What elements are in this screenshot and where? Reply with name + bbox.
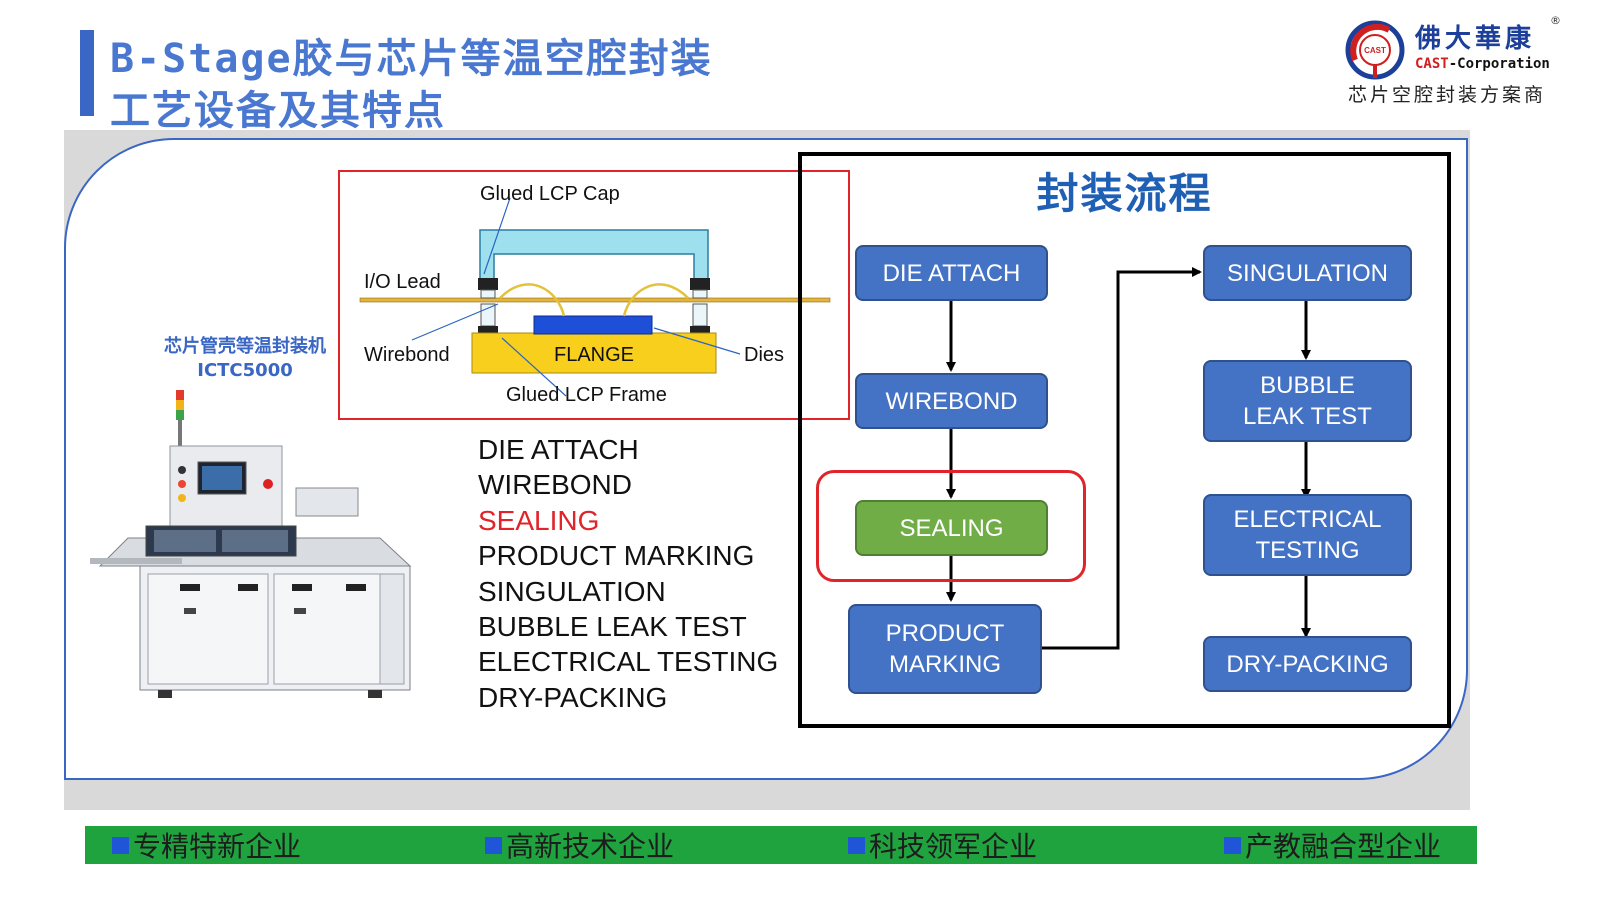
label-dies: Dies [744, 344, 784, 366]
footer-item: 科技领军企业 [848, 826, 1037, 864]
step-dry-packing: DRY-PACKING [478, 681, 668, 713]
label-wirebond: Wirebond [364, 344, 450, 366]
step-sealing: SEALING [478, 504, 600, 536]
machine-name: 芯片管壳等温封装机 [164, 336, 326, 357]
flow-chart-title: 封装流程 [1036, 169, 1213, 218]
page-title-line-1: B-Stage胶与芯片等温空腔封装 [110, 36, 713, 82]
flow-node-dry-packing: DRY-PACKING [1203, 636, 1412, 692]
footer-item-label: 产教融合型企业 [1245, 830, 1442, 863]
package-cross-section-diagram: Glued LCP Cap I/O Lead Wirebond FLANGE D… [359, 183, 831, 406]
flow-node-sealing: SEALING [855, 500, 1048, 556]
machine-model: ICTC5000 [197, 360, 293, 381]
footer-item-label: 科技领军企业 [869, 830, 1038, 863]
flow-node-singulation: SINGULATION [1203, 245, 1412, 301]
footer-item: 产教融合型企业 [1224, 826, 1441, 864]
title-accent-bar [80, 30, 94, 116]
logo-badge-text: CAST [1364, 46, 1386, 55]
package-cross-section-frame [338, 170, 850, 420]
sealing-machine-image [90, 390, 412, 698]
step-wirebond: WIREBOND [478, 469, 632, 501]
step-singulation: SINGULATION [478, 575, 666, 607]
sealing-highlight-ring [816, 470, 1086, 582]
flow-node-product-marking: PRODUCT MARKING [848, 604, 1042, 694]
footer-band [85, 826, 1477, 864]
square-bullet-icon [1224, 836, 1241, 854]
square-bullet-icon [848, 836, 865, 854]
page-title-line-2: 工艺设备及其特点 [110, 88, 446, 134]
step-electrical-testing: ELECTRICAL TESTING [478, 646, 779, 678]
flow-chart-frame [798, 152, 1451, 728]
flow-connectors [946, 267, 1311, 650]
machine-caption: 芯片管壳等温封装机 ICTC5000 [155, 335, 335, 383]
flow-node-wirebond: WIREBOND [855, 373, 1048, 429]
brand-en-cast: CAST [1415, 56, 1449, 72]
brand-tagline: 芯片空腔封装方案商 [1348, 84, 1547, 106]
registered-mark: ® [1550, 14, 1561, 27]
square-bullet-icon [485, 836, 502, 854]
square-bullet-icon [112, 836, 129, 854]
footer-item-label: 高新技术企业 [506, 830, 675, 863]
brand-name-en: CAST-Corporation [1415, 56, 1550, 72]
footer-item-label: 专精特新企业 [133, 830, 302, 863]
label-glued-lcp-cap: Glued LCP Cap [480, 183, 620, 205]
step-product-marking: PRODUCT MARKING [478, 540, 755, 572]
flow-node-bubble-leak-test: BUBBLE LEAK TEST [1203, 360, 1412, 442]
footer-item: 专精特新企业 [112, 826, 301, 864]
footer-item: 高新技术企业 [485, 826, 674, 864]
label-io-lead: I/O Lead [364, 271, 441, 293]
flow-node-die-attach: DIE ATTACH [855, 245, 1048, 301]
brand-en-rest: -Corporation [1448, 56, 1550, 72]
company-logo-icon: CAST [1345, 20, 1405, 80]
step-die-attach: DIE ATTACH [478, 434, 639, 465]
step-bubble-leak-test: BUBBLE LEAK TEST [478, 611, 747, 643]
process-steps-list: DIE ATTACH WIREBOND SEALING PRODUCT MARK… [478, 432, 778, 715]
label-flange: FLANGE [554, 344, 634, 366]
flow-node-electrical-testing: ELECTRICAL TESTING [1203, 494, 1412, 576]
brand-name-cn: 佛大華康 [1415, 24, 1536, 54]
label-glued-lcp-frame: Glued LCP Frame [506, 384, 667, 406]
